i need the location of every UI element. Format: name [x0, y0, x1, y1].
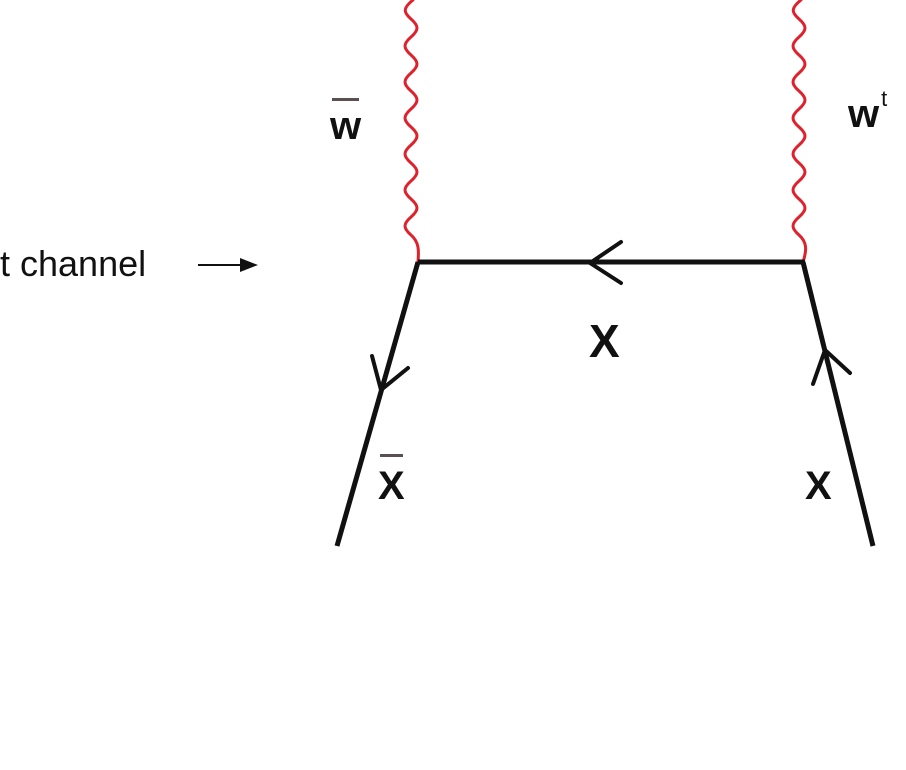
arrow-up-icon [811, 348, 852, 386]
boson-right-superscript: t [881, 86, 888, 111]
boson-line-left [403, 0, 420, 264]
label-fermion-left: X [378, 454, 405, 508]
arrow-left-icon [588, 240, 623, 285]
channel-label: t channel [0, 246, 146, 282]
boson-line-right [791, 0, 808, 264]
label-boson-left: w [330, 98, 362, 148]
propagator-symbol: X [589, 315, 620, 367]
fermion-left-symbol: X [378, 464, 405, 508]
label-propagator: X [589, 318, 620, 364]
channel-label-text: t channel [0, 243, 147, 284]
fermion-right-symbol: X [805, 464, 832, 508]
boson-left-symbol: w [330, 104, 362, 148]
arrow-down-icon [370, 354, 410, 392]
bar-accent [332, 98, 360, 101]
bar-accent [380, 454, 403, 457]
label-boson-right: wt [848, 88, 887, 136]
fermion-line-right [800, 261, 876, 547]
channel-arrow-icon [240, 258, 258, 272]
boson-right-symbol: w [848, 92, 880, 136]
fermion-line-left [334, 261, 421, 547]
label-fermion-right: X [805, 466, 832, 506]
